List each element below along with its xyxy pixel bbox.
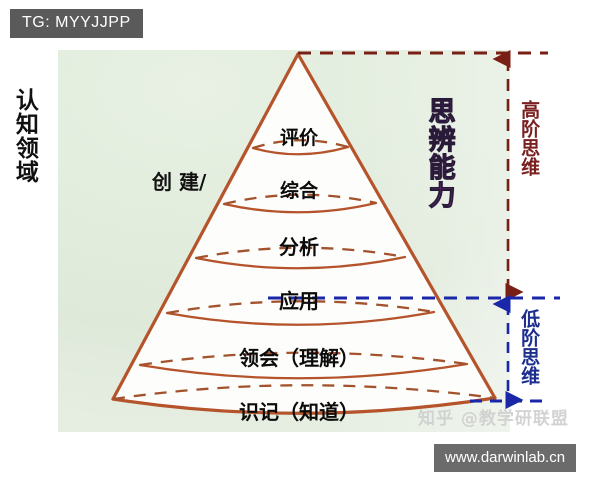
pyramid-level-apply: 应用 bbox=[279, 289, 319, 313]
cognitive-domain-label: 认知领域 bbox=[11, 88, 38, 184]
website-watermark-badge: www.darwinlab.cn bbox=[434, 444, 577, 472]
pyramid-level-remember: 识记（知道） bbox=[239, 400, 359, 424]
create-level-label: 创 建/ bbox=[152, 170, 207, 194]
pyramid-level-comprehend: 领会（理解） bbox=[239, 346, 359, 370]
telegram-watermark-badge: TG: MYYJJPP bbox=[10, 9, 143, 38]
level-divider-arcs bbox=[138, 145, 469, 380]
pyramid-level-synthesize: 综合 bbox=[279, 180, 319, 202]
level-dashed-arcs bbox=[112, 139, 496, 401]
pyramid-level-evaluate: 评价 bbox=[279, 127, 319, 149]
higher-order-thinking-label: 高阶思维 bbox=[518, 100, 541, 176]
lower-order-thinking-label: 低阶思维 bbox=[518, 309, 541, 385]
pyramid-level-analyze: 分析 bbox=[279, 235, 319, 259]
pyramid-cone-shape bbox=[111, 52, 497, 415]
critical-thinking-label: 思辨能力 bbox=[423, 97, 455, 210]
zhihu-watermark: 知乎 @教学研联盟 bbox=[418, 409, 569, 429]
